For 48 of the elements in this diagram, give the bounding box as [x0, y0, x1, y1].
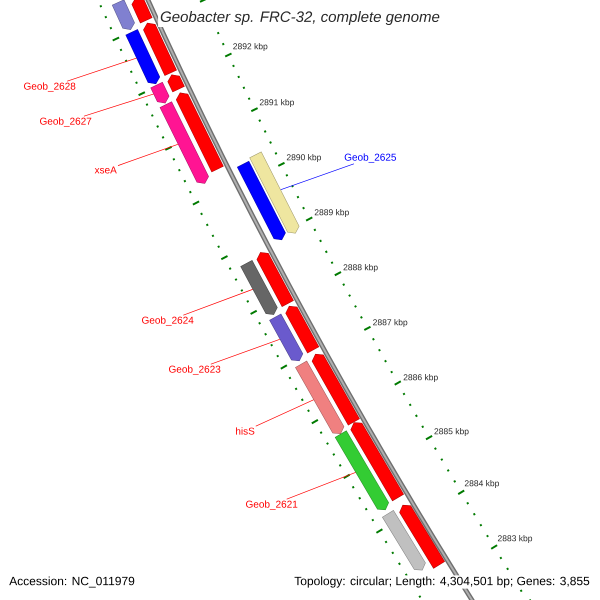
- gene-block: [295, 360, 344, 434]
- leader-line: [255, 399, 314, 426]
- gene-block: [176, 92, 224, 172]
- gene-label: xseA: [94, 166, 117, 174]
- gene-block: [382, 510, 426, 570]
- leader-line: [84, 94, 154, 117]
- gene-block: [237, 160, 286, 240]
- gene-block: [143, 22, 177, 76]
- gene-label: hisS: [236, 427, 254, 435]
- gene-block: [285, 306, 320, 354]
- gene-block: [112, 0, 135, 30]
- leader-line: [182, 289, 253, 316]
- leader-line: [280, 163, 354, 190]
- accession-text: Accession: NC_011979: [8, 575, 136, 589]
- gene-block: [399, 504, 445, 569]
- gene-block: [350, 422, 404, 502]
- gene-label: Geob_2624: [142, 316, 194, 326]
- gene-block: [160, 101, 209, 184]
- gene-block: [240, 260, 278, 315]
- tick-label: 2886 kbp: [404, 374, 438, 382]
- gene-label: Geob_2628: [24, 82, 76, 92]
- gene-label: Geob_2625: [344, 153, 396, 163]
- gene-block: [256, 252, 294, 307]
- gene-label: Geob_2621: [246, 500, 298, 510]
- tick-label: 2887 kbp: [373, 319, 408, 327]
- tick-label: 2884 kbp: [464, 480, 500, 488]
- gene-block: [334, 430, 389, 510]
- tick-label: 2892 kbp: [233, 43, 268, 51]
- gene-label: Geob_2627: [40, 117, 92, 127]
- title: Geobacter sp. FRC-32, complete genome: [158, 9, 442, 27]
- tick-label: 2891 kbp: [260, 99, 294, 107]
- gene-block: [312, 354, 360, 426]
- leader-line: [210, 338, 280, 365]
- gene-block: [150, 82, 170, 104]
- leader-line: [286, 472, 356, 500]
- gene-label: Geob_2623: [169, 365, 220, 375]
- tick-label: 2890 kbp: [286, 154, 322, 162]
- leader-line: [66, 58, 137, 82]
- gene-block: [168, 74, 185, 92]
- tick-label: 2885 kbp: [434, 428, 469, 436]
- genome-stats-text: Topology: circular; Length: 4,304,501 bp; Genes: 3,855: [293, 575, 591, 589]
- tick-label: 2889 kbp: [314, 209, 349, 217]
- tick-label: 2883 kbp: [498, 535, 532, 543]
- leader-line: [118, 144, 178, 166]
- gene-block: [269, 314, 304, 362]
- tick-label: 2888 kbp: [344, 264, 378, 272]
- gene-block: [126, 29, 160, 84]
- gene-block: [132, 0, 152, 24]
